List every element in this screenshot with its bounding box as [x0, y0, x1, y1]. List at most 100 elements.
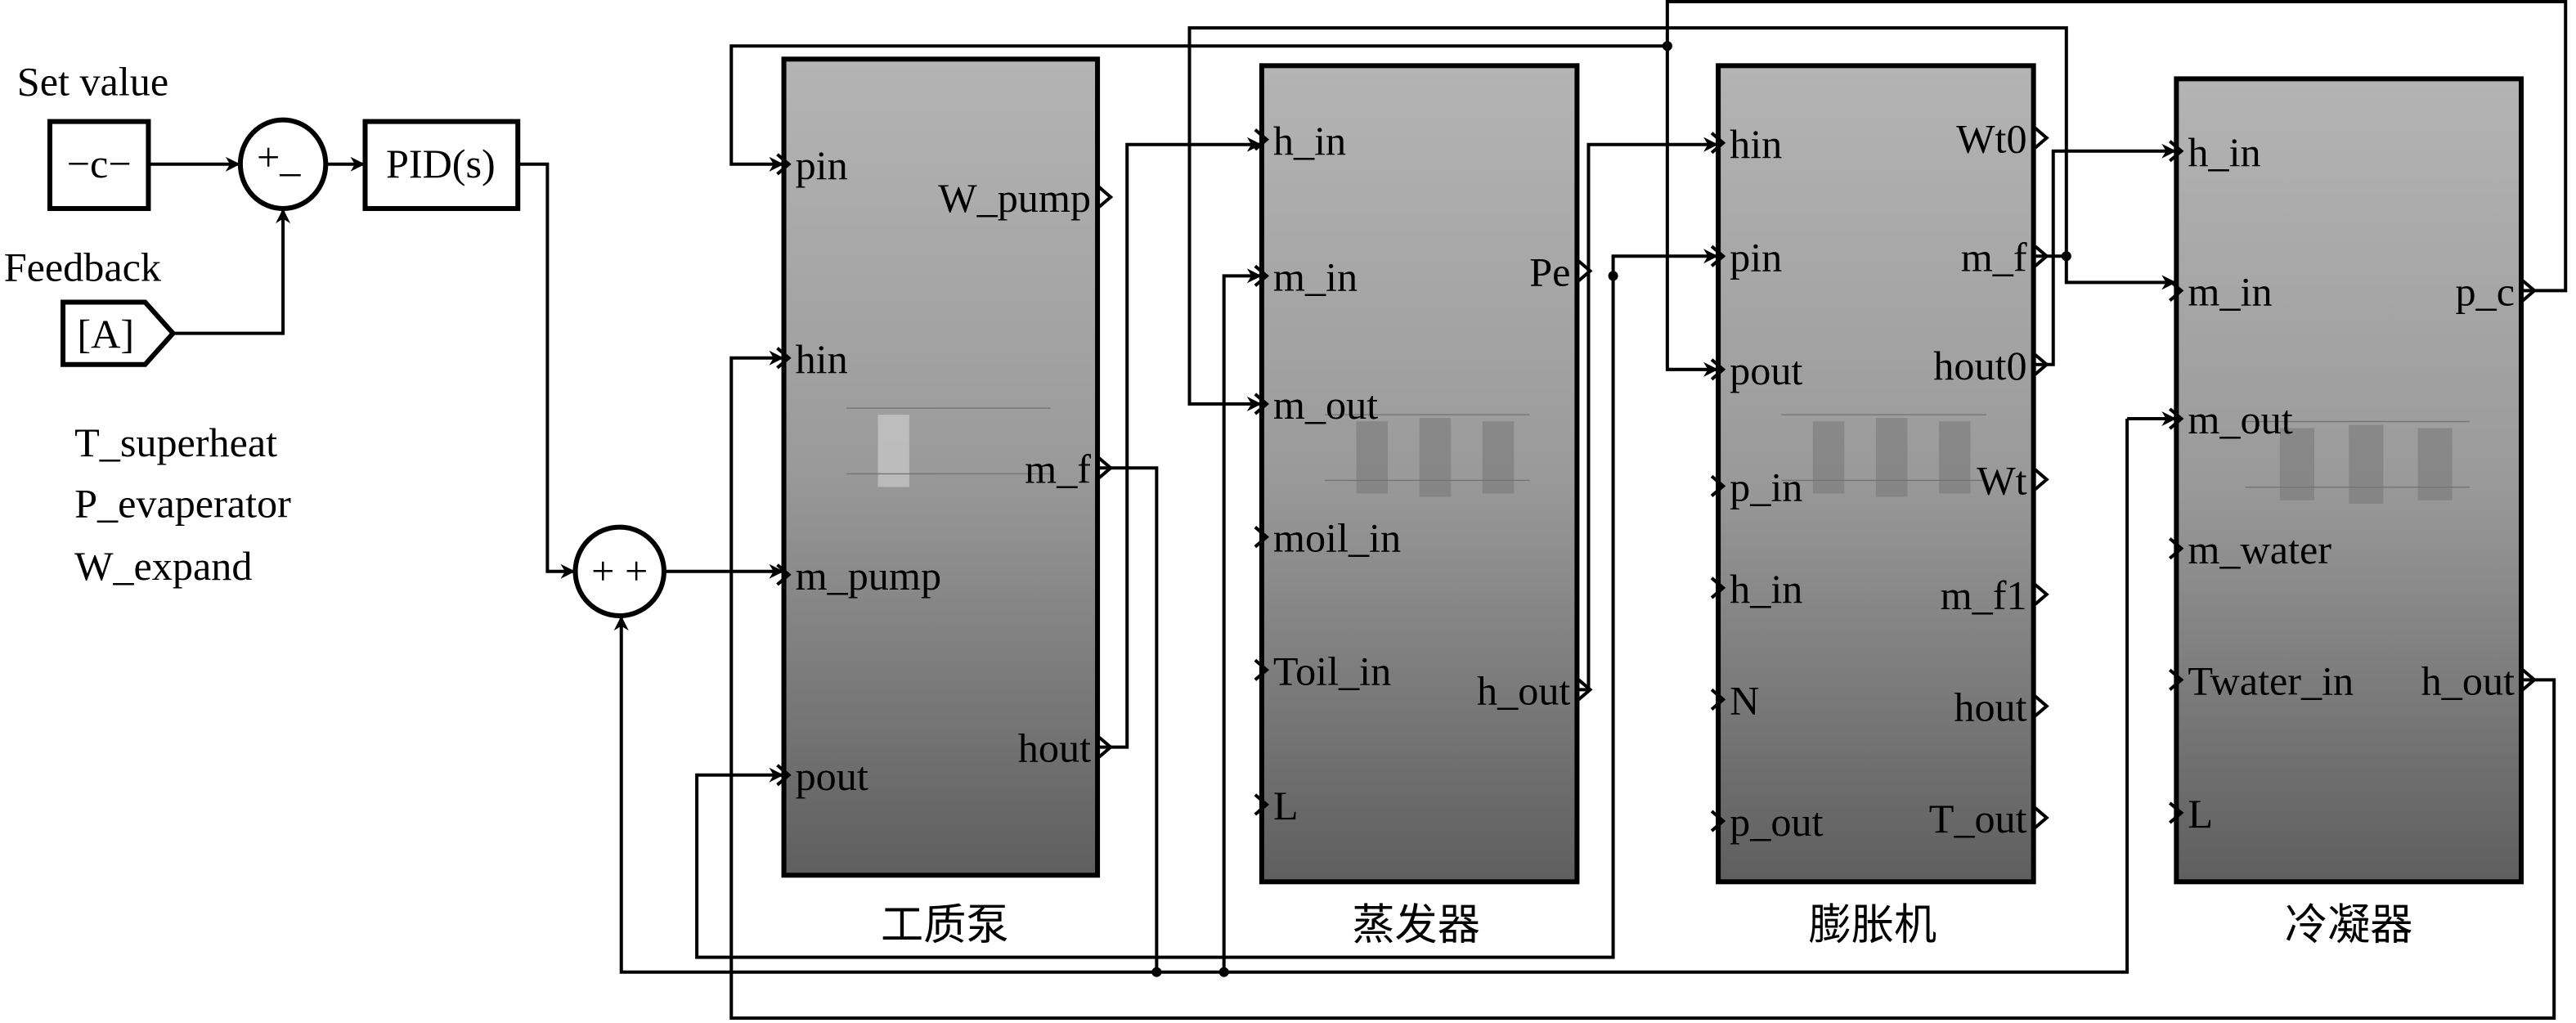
pump-output-hout: hout	[1018, 725, 1091, 771]
pump-input-m_pump: m_pump	[796, 553, 941, 599]
expander-output-Wt0: Wt0	[1956, 116, 2026, 162]
evaporator-output-Pe: Pe	[1529, 249, 1570, 294]
input-port-chevron-icon[interactable]	[776, 347, 792, 370]
expander-output-hout: hout	[1954, 684, 2026, 730]
signal-t-superheat: T_superheat	[74, 420, 277, 465]
set-value-label: Set value	[17, 58, 168, 104]
expander-input-p_in: p_in	[1730, 464, 1802, 509]
expander-title: 膨胀机	[1809, 901, 1937, 950]
condenser-input-h_in: h_in	[2188, 129, 2260, 175]
output-port-chevron-icon[interactable]	[1097, 186, 1114, 209]
condenser-input-L: L	[2188, 791, 2213, 837]
input-port-chevron-icon[interactable]	[2169, 801, 2184, 824]
input-port-chevron-icon[interactable]	[1254, 393, 1269, 415]
pump-body[interactable]	[781, 56, 1101, 878]
condenser-input-m_water: m_water	[2188, 527, 2331, 572]
input-port-chevron-icon[interactable]	[1710, 688, 1726, 711]
pump-subsystem-preview	[846, 407, 1051, 487]
input-port-chevron-icon[interactable]	[776, 563, 792, 586]
condenser-input-m_in: m_in	[2188, 268, 2272, 314]
output-port-chevron-icon[interactable]	[1577, 678, 1593, 701]
expander-subsystem-preview	[1781, 414, 1986, 497]
pid-text: PID(s)	[386, 141, 496, 186]
output-port-chevron-icon[interactable]	[2034, 353, 2049, 376]
evaporator-title: 蒸发器	[1352, 901, 1480, 950]
expander-input-pout: pout	[1730, 348, 1802, 393]
input-port-chevron-icon[interactable]	[2169, 407, 2184, 430]
input-port-chevron-icon[interactable]	[2169, 668, 2184, 691]
evaporator-input-m_in: m_in	[1273, 254, 1358, 299]
connections	[613, 0, 2568, 1020]
expander-output-Wt: Wt	[1977, 457, 2026, 503]
condenser-title: 冷凝器	[2285, 901, 2413, 950]
output-port-chevron-icon[interactable]	[1577, 259, 1593, 282]
output-port-chevron-icon[interactable]	[2034, 583, 2049, 606]
input-port-chevron-icon[interactable]	[1710, 810, 1726, 832]
condenser-output-p_c: p_c	[2456, 268, 2515, 314]
output-port-chevron-icon[interactable]	[2521, 279, 2538, 302]
expander-output-m_f: m_f	[1961, 234, 2027, 280]
signal-p-evaperator: P_evaperator	[74, 481, 291, 527]
pump-output-W_pump: W_pump	[938, 175, 1091, 221]
pump-input-pin: pin	[796, 142, 848, 188]
output-port-chevron-icon[interactable]	[2034, 694, 2049, 718]
input-port-chevron-icon[interactable]	[1254, 658, 1269, 681]
signal-w-expand: W_expand	[74, 543, 252, 589]
wire-pid-to-sum2	[518, 162, 576, 579]
input-port-chevron-icon[interactable]	[1710, 577, 1726, 599]
condenser-output-h_out: h_out	[2421, 657, 2515, 703]
evaporator-input-L: L	[1273, 783, 1299, 828]
output-port-chevron-icon[interactable]	[2034, 806, 2049, 829]
output-port-chevron-icon[interactable]	[2034, 127, 2049, 150]
input-port-chevron-icon[interactable]	[1254, 793, 1269, 816]
condenser-input-Twater_in: Twater_in	[2188, 657, 2354, 703]
output-port-chevron-icon[interactable]	[1097, 456, 1114, 479]
evaporator-input-m_out: m_out	[1273, 382, 1378, 428]
input-port-chevron-icon[interactable]	[2169, 279, 2184, 302]
output-port-chevron-icon[interactable]	[2034, 468, 2049, 491]
expander-input-hin: hin	[1730, 121, 1782, 167]
pump-input-pout: pout	[796, 753, 868, 799]
condenser-subsystem-preview	[2245, 420, 2470, 504]
pump-input-hin: hin	[796, 336, 848, 382]
pump-output-m_f: m_f	[1025, 446, 1091, 491]
input-port-chevron-icon[interactable]	[2169, 140, 2184, 163]
evaporator-output-h_out: h_out	[1477, 667, 1570, 713]
input-port-chevron-icon[interactable]	[1254, 526, 1269, 549]
output-port-chevron-icon[interactable]	[1097, 736, 1114, 759]
input-port-chevron-icon[interactable]	[1254, 128, 1269, 151]
expander-input-p_out: p_out	[1730, 799, 1823, 845]
expander-input-h_in: h_in	[1730, 566, 1802, 612]
input-port-chevron-icon[interactable]	[1254, 264, 1269, 287]
input-port-chevron-icon[interactable]	[776, 764, 792, 787]
expander-output-T_out: T_out	[1929, 796, 2027, 841]
from-block[interactable]	[61, 299, 177, 367]
expander-output-m_f1: m_f1	[1941, 572, 2027, 618]
condenser-input-m_out: m_out	[2188, 397, 2292, 442]
evaporator-input-h_in: h_in	[1273, 118, 1346, 164]
feedback-label: Feedback	[4, 244, 162, 289]
evaporator-input-Toil_in: Toil_in	[1273, 648, 1391, 693]
input-port-chevron-icon[interactable]	[1710, 245, 1726, 267]
input-port-chevron-icon[interactable]	[2169, 537, 2184, 560]
expander-block[interactable]: hinpinpoutp_inh_inNp_outWt0m_fhout0Wtm_f…	[1710, 63, 2049, 950]
input-port-chevron-icon[interactable]	[776, 153, 792, 176]
sum2-signs: + +	[591, 548, 648, 594]
constant-block[interactable]	[47, 119, 151, 212]
expander-input-N: N	[1730, 677, 1759, 723]
input-port-chevron-icon[interactable]	[1710, 132, 1726, 155]
constant-text: −c−	[67, 141, 132, 186]
evaporator-subsystem-preview	[1324, 414, 1530, 497]
output-port-chevron-icon[interactable]	[2034, 245, 2049, 267]
sum-signs: +_	[257, 134, 301, 180]
output-port-chevron-icon[interactable]	[2521, 668, 2538, 691]
input-port-chevron-icon[interactable]	[1710, 358, 1726, 381]
from-tag: [A]	[77, 312, 134, 357]
wire-feedback	[173, 209, 291, 335]
input-port-chevron-icon[interactable]	[1710, 474, 1726, 497]
